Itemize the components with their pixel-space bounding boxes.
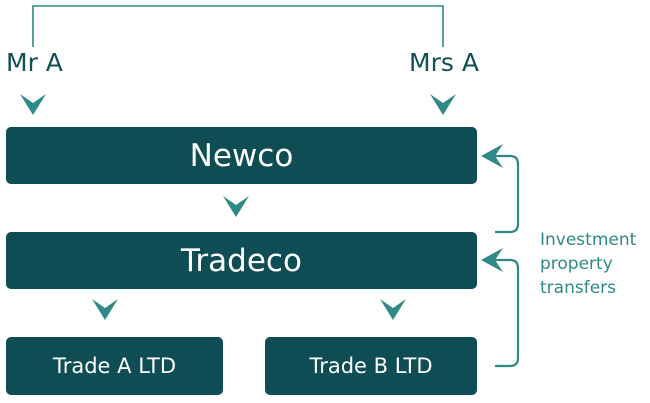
arrow-tradeco-to-trade-b: [380, 299, 406, 320]
transfer-line-tradeco-to-newco: [486, 154, 520, 234]
arrow-mr-a-to-newco: [20, 94, 46, 115]
joint-ownership-bracket: [32, 5, 444, 47]
person-mr-a: Mr A: [6, 48, 63, 77]
company-tradeco: Tradeco: [6, 232, 477, 289]
company-trade-b: Trade B LTD: [265, 337, 477, 395]
arrow-tradeco-to-trade-a: [92, 299, 118, 320]
transfer-line-trade-b-to-tradeco: [486, 258, 520, 368]
note-line-2: property: [540, 254, 613, 274]
note-line-1: Investment: [540, 230, 637, 250]
investment-property-transfers-note: Investment property transfers: [540, 228, 636, 300]
arrow-mrs-a-to-newco: [430, 94, 456, 115]
company-trade-a-label: Trade A LTD: [52, 354, 177, 378]
note-line-3: transfers: [540, 278, 616, 298]
arrow-into-newco: [481, 144, 503, 168]
company-newco-label: Newco: [189, 137, 294, 174]
arrow-into-tradeco: [481, 248, 503, 272]
person-mrs-a: Mrs A: [409, 48, 479, 77]
arrow-newco-to-tradeco: [223, 196, 249, 217]
company-trade-a: Trade A LTD: [6, 337, 223, 395]
company-trade-b-label: Trade B LTD: [309, 354, 433, 378]
company-tradeco-label: Tradeco: [181, 242, 302, 279]
company-newco: Newco: [6, 127, 477, 184]
